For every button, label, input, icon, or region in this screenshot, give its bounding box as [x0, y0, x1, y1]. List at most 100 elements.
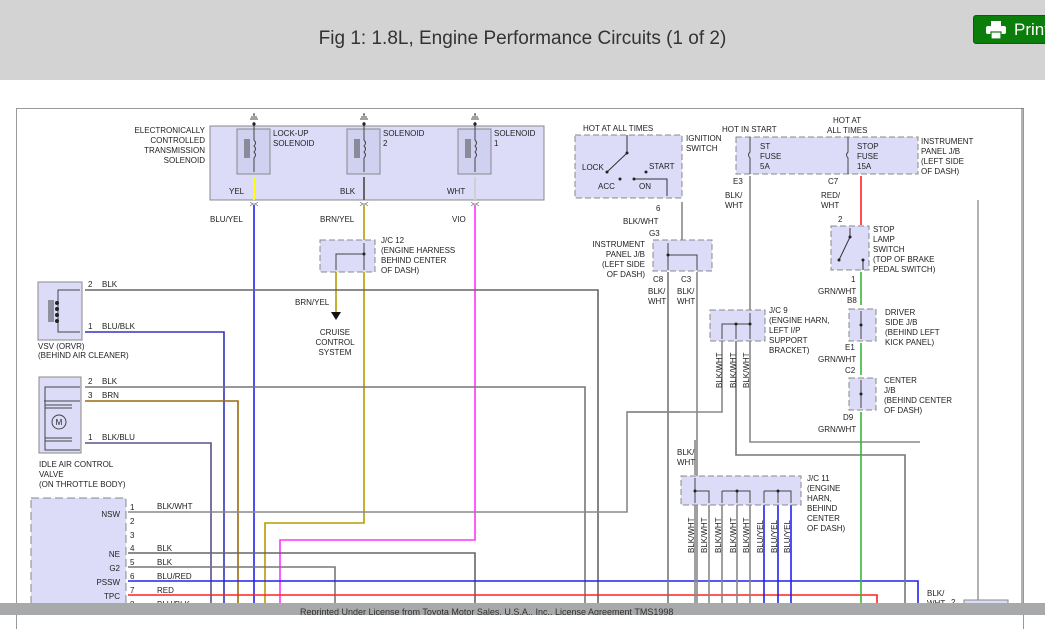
license-footer: Reprinted Under License from Toyota Moto…: [0, 603, 1045, 615]
diagram-label: STOP: [873, 225, 895, 234]
diagram-label: BLK/WHT: [729, 517, 738, 553]
fuse-box: HOT IN START HOT AT ALL TIMES ST FUSE 5A…: [722, 116, 974, 210]
diagram-label: OF DASH): [381, 266, 420, 275]
diagram-label: BLU/RED: [157, 572, 192, 581]
ip-jb-left: G3 INSTRUMENT PANEL J/B (LEFT SIDE OF DA…: [593, 229, 713, 306]
diagram-label: RED: [157, 586, 174, 595]
diagram-label: (BEHIND AIR CLEANER): [38, 351, 129, 360]
diagram-label: BLK/WHT: [714, 517, 723, 553]
diagram-label: 1: [130, 503, 135, 512]
diagram-label: E1: [845, 343, 855, 352]
diagram-label: LAMP: [873, 235, 895, 244]
diagram-label: BLK/: [648, 287, 666, 296]
diagram-label: SWITCH: [686, 144, 718, 153]
diagram-label: LOCK: [582, 163, 604, 172]
diagram-label: 7: [130, 586, 135, 595]
diagram-label: BLU/YEL: [770, 520, 779, 553]
diagram-label: BLK: [157, 544, 173, 553]
diagram-label: 6: [130, 572, 135, 581]
diagram-label: BLK/: [677, 448, 695, 457]
diagram-label: BLK: [157, 558, 173, 567]
lockup-label-1: LOCK-UP: [273, 129, 309, 138]
diagram-label: BLU/YEL: [756, 520, 765, 553]
diagram-label: 1: [88, 433, 93, 442]
diagram-label: PSSW: [96, 578, 120, 587]
pin-wht: WHT: [447, 187, 465, 196]
diagram-label: FUSE: [857, 152, 878, 161]
diagram-label: 2: [88, 280, 93, 289]
ect-label-2: CONTROLLED: [150, 136, 205, 145]
diagram-label: 1: [88, 322, 93, 331]
sol1-label-2: 1: [494, 139, 499, 148]
sol1-label-1: SOLENOID: [494, 129, 536, 138]
diagram-label: BLK/WHT: [157, 502, 193, 511]
diagram-label: WHT: [677, 297, 695, 306]
lockup-label-2: SOLENOID: [273, 139, 315, 148]
diagram-label: HOT AT: [833, 116, 861, 125]
diagram-label: BLK/: [677, 287, 695, 296]
diagram-label: C3: [681, 275, 692, 284]
diagram-label: OF DASH): [921, 167, 960, 176]
vsv-orvr: 2 BLK 1 BLU/BLK VSV (ORVR) (BEHIND AIR C…: [37, 280, 136, 360]
ect-label-1: ELECTRONICALLY: [134, 126, 205, 135]
jc9: J/C 9 (ENGINE HARN, LEFT I/P SUPPORT BRA…: [709, 306, 829, 388]
diagram-label: 5: [130, 558, 135, 567]
diagram-label: BLK/WHT: [700, 517, 709, 553]
diagram-label: D9: [843, 413, 854, 422]
diagram-label: INSTRUMENT: [921, 137, 974, 146]
diagram-label: (BEHIND CENTER: [884, 396, 952, 405]
sol2-label-1: SOLENOID: [383, 129, 425, 138]
diagram-label: C8: [653, 275, 664, 284]
diagram-label: RED/: [821, 191, 841, 200]
diagram-label: 1: [851, 275, 856, 284]
diagram-label: LEFT I/P: [769, 326, 800, 335]
diagram-label: B8: [847, 296, 857, 305]
diagram-label: IDLE AIR CONTROL: [39, 460, 114, 469]
diagram-label: BLU/BLK: [102, 322, 136, 331]
diagram-label: ALL TIMES: [827, 126, 867, 135]
diagram-label: SIDE J/B: [885, 318, 917, 327]
sol2-label-2: 2: [383, 139, 388, 148]
figure-title: Fig 1: 1.8L, Engine Performance Circuits…: [318, 28, 727, 49]
diagram-label: HARN,: [807, 494, 832, 503]
diagram-label: M: [56, 418, 63, 427]
diagram-label: 2: [838, 215, 843, 224]
diagram-label: VSV (ORVR): [38, 342, 85, 351]
diagram-label: ST: [760, 142, 770, 151]
ecm-block: NSW 1 BLK/WHT 2 3 NE 4 BLK G2 5 BLK PSSW…: [30, 497, 193, 615]
wiring-diagram: ELECTRONICALLY CONTROLLED TRANSMISSION S…: [30, 108, 1023, 615]
diagram-label: HOT IN START: [722, 125, 777, 134]
diagram-label: BLK/: [725, 191, 743, 200]
diagram-label: BLK/WHT: [742, 352, 751, 388]
diagram-label: BLK/WHT: [729, 352, 738, 388]
diagram-label: BLU/YEL: [783, 520, 792, 553]
print-button[interactable]: Print: [973, 15, 1045, 44]
wire-brn-yel: BRN/YEL: [320, 215, 355, 224]
diagram-label: KICK PANEL): [885, 338, 935, 347]
diagram-label: WHT: [821, 201, 839, 210]
diagram-label: BLK/BLU: [102, 433, 135, 442]
diagram-label: ON: [639, 182, 651, 191]
diagram-label: 3: [88, 391, 93, 400]
diagram-label: (BEHIND LEFT: [885, 328, 940, 337]
diagram-label: G2: [109, 564, 120, 573]
diagram-label: BLK/: [927, 589, 945, 598]
diagram-label: START: [649, 162, 675, 171]
diagram-label: 2: [951, 598, 956, 607]
diagram-label: 5A: [760, 162, 770, 171]
wire-vio: VIO: [452, 215, 466, 224]
diagram-label: HOT AT ALL TIMES: [583, 124, 653, 133]
diagram-label: 2: [88, 377, 93, 386]
diagram-label: (ENGINE: [807, 484, 840, 493]
diagram-label: 3: [130, 531, 135, 540]
printer-icon: [986, 20, 1006, 39]
diagram-label: BLK/WHT: [623, 217, 659, 226]
center-jb: C2 CENTER J/B (BEHIND CENTER OF DASH) D9…: [818, 366, 952, 434]
diagram-label: BLK/WHT: [742, 517, 751, 553]
diagram-label: CONTROL: [315, 338, 355, 347]
header-bar: [0, 0, 1045, 80]
diagram-label: FUSE: [760, 152, 781, 161]
stop-lamp-switch: 2 STOP LAMP SWITCH (TOP OF BRAKE PEDAL S…: [818, 215, 936, 296]
diagram-label: 2: [130, 517, 135, 526]
diagram-label: BLK/WHT: [715, 352, 724, 388]
